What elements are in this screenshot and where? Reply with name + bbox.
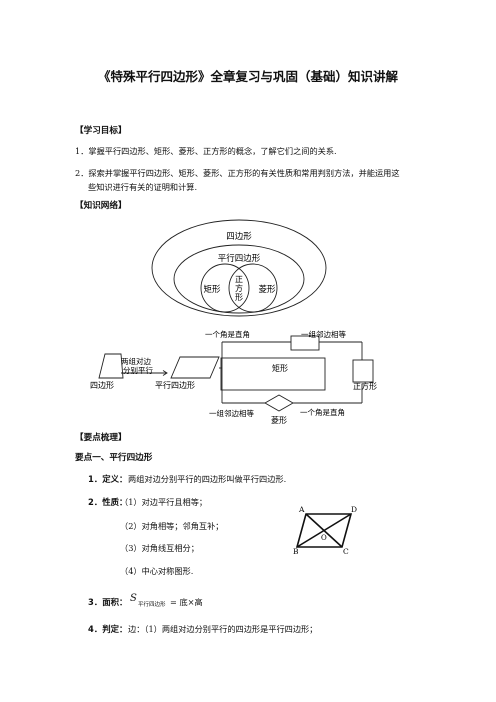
label-parallelogram: 平行四边形: [155, 380, 195, 390]
vertex-a: A: [298, 505, 305, 514]
point1-heading: 要点一、平行四边形: [75, 453, 153, 463]
property-label: 2．性质：: [88, 497, 128, 507]
venn-label-square-2: 方: [235, 283, 243, 293]
points-heading: 【要点梳理】: [75, 433, 127, 443]
parallelogram-shape: [170, 356, 220, 379]
cond-top-right-angle: 一个角是直角: [205, 329, 250, 339]
venn-diagram: 四边形 平行四边形 矩形 正 方 形 菱形: [151, 219, 327, 317]
venn-label-square-3: 形: [235, 293, 243, 302]
rectangle-circle: [200, 263, 250, 313]
vertex-d: D: [351, 505, 357, 514]
judgement-label: 4．判定：: [88, 624, 128, 634]
rhombus-shape: [264, 394, 294, 412]
venn-label-quadrilateral: 四边形: [226, 231, 252, 242]
page-title: 《特殊平行四边形》全章复习与巩固（基础）知识讲解: [97, 69, 398, 84]
network-heading: 【知识网络】: [75, 201, 127, 211]
vertex-b: B: [293, 547, 299, 555]
cond-pair-line2: 分别平行: [123, 365, 153, 375]
label-quadrilateral: 四边形: [90, 380, 114, 390]
property-4: （4）中心对称图形.: [120, 566, 194, 576]
venn-label-square-1: 正: [235, 275, 243, 284]
quadrilateral-shape: [98, 353, 124, 379]
arrowhead-1: [162, 370, 168, 376]
goal-item-2: 2．探索并掌握平行四边形、矩形、菱形、正方形的有关性质和常用判别方法，并能运用这: [75, 168, 400, 178]
quadrilateral-ellipse: [151, 219, 327, 317]
venn-label-rhombus: 菱形: [258, 284, 276, 295]
cond-top-adjacent-equal: 一组邻边相等: [301, 329, 346, 339]
area-formula: = 底×高: [170, 597, 203, 607]
definition-label: 1．定义：: [88, 474, 128, 484]
goals-heading: 【学习目标】: [75, 126, 127, 136]
property-3: （3）对角线互相分；: [120, 543, 199, 553]
square-shape: [352, 359, 374, 383]
property-1: （1）对边平行且相等；: [120, 497, 208, 507]
area-subscript: 平行四边形: [138, 602, 166, 608]
area-symbol: S: [130, 593, 137, 604]
parallelogram-ellipse: [173, 244, 305, 314]
label-square: 正方形: [353, 381, 377, 391]
label-rhombus: 菱形: [271, 415, 287, 425]
rhombus-circle: [228, 263, 278, 313]
parallelogram-figure: A D B C O: [293, 505, 357, 555]
judgement-text: 边：（1）两组对边分别平行的四边形是平行四边形；: [128, 624, 318, 634]
label-rectangle: 矩形: [272, 363, 288, 373]
definition-text: 两组对边分别平行的四边形叫做平行四边形.: [128, 474, 287, 484]
area-label: 3．面积：: [88, 597, 128, 607]
goal-item-2-cont: 些知识进行有关的证明和计算.: [88, 182, 198, 192]
venn-label-parallelogram: 平行四边形: [218, 253, 261, 264]
cond-pair-line1: 两组对边: [121, 356, 151, 366]
center-o: O: [321, 534, 327, 542]
rectangle-shape-top: [290, 335, 320, 351]
venn-label-rectangle: 矩形: [203, 284, 221, 295]
vertex-c: C: [343, 547, 349, 555]
cond-bottom-adjacent-equal: 一组邻边相等: [209, 408, 254, 418]
cond-bottom-right-angle: 一个角是直角: [300, 407, 345, 417]
diagonal-bd: [296, 513, 352, 548]
goal-item-1: 1．掌握平行四边形、矩形、菱形、正方形的概念，了解它们之间的关系.: [75, 146, 337, 156]
property-2: （2）对角相等；邻角互补；: [120, 521, 224, 531]
rectangle-box: [220, 357, 326, 391]
classification-flow: 两组对边 分别平行 四边形 平行四边形 一个角是直角 一组邻边相等 矩形 一组邻…: [90, 329, 377, 425]
